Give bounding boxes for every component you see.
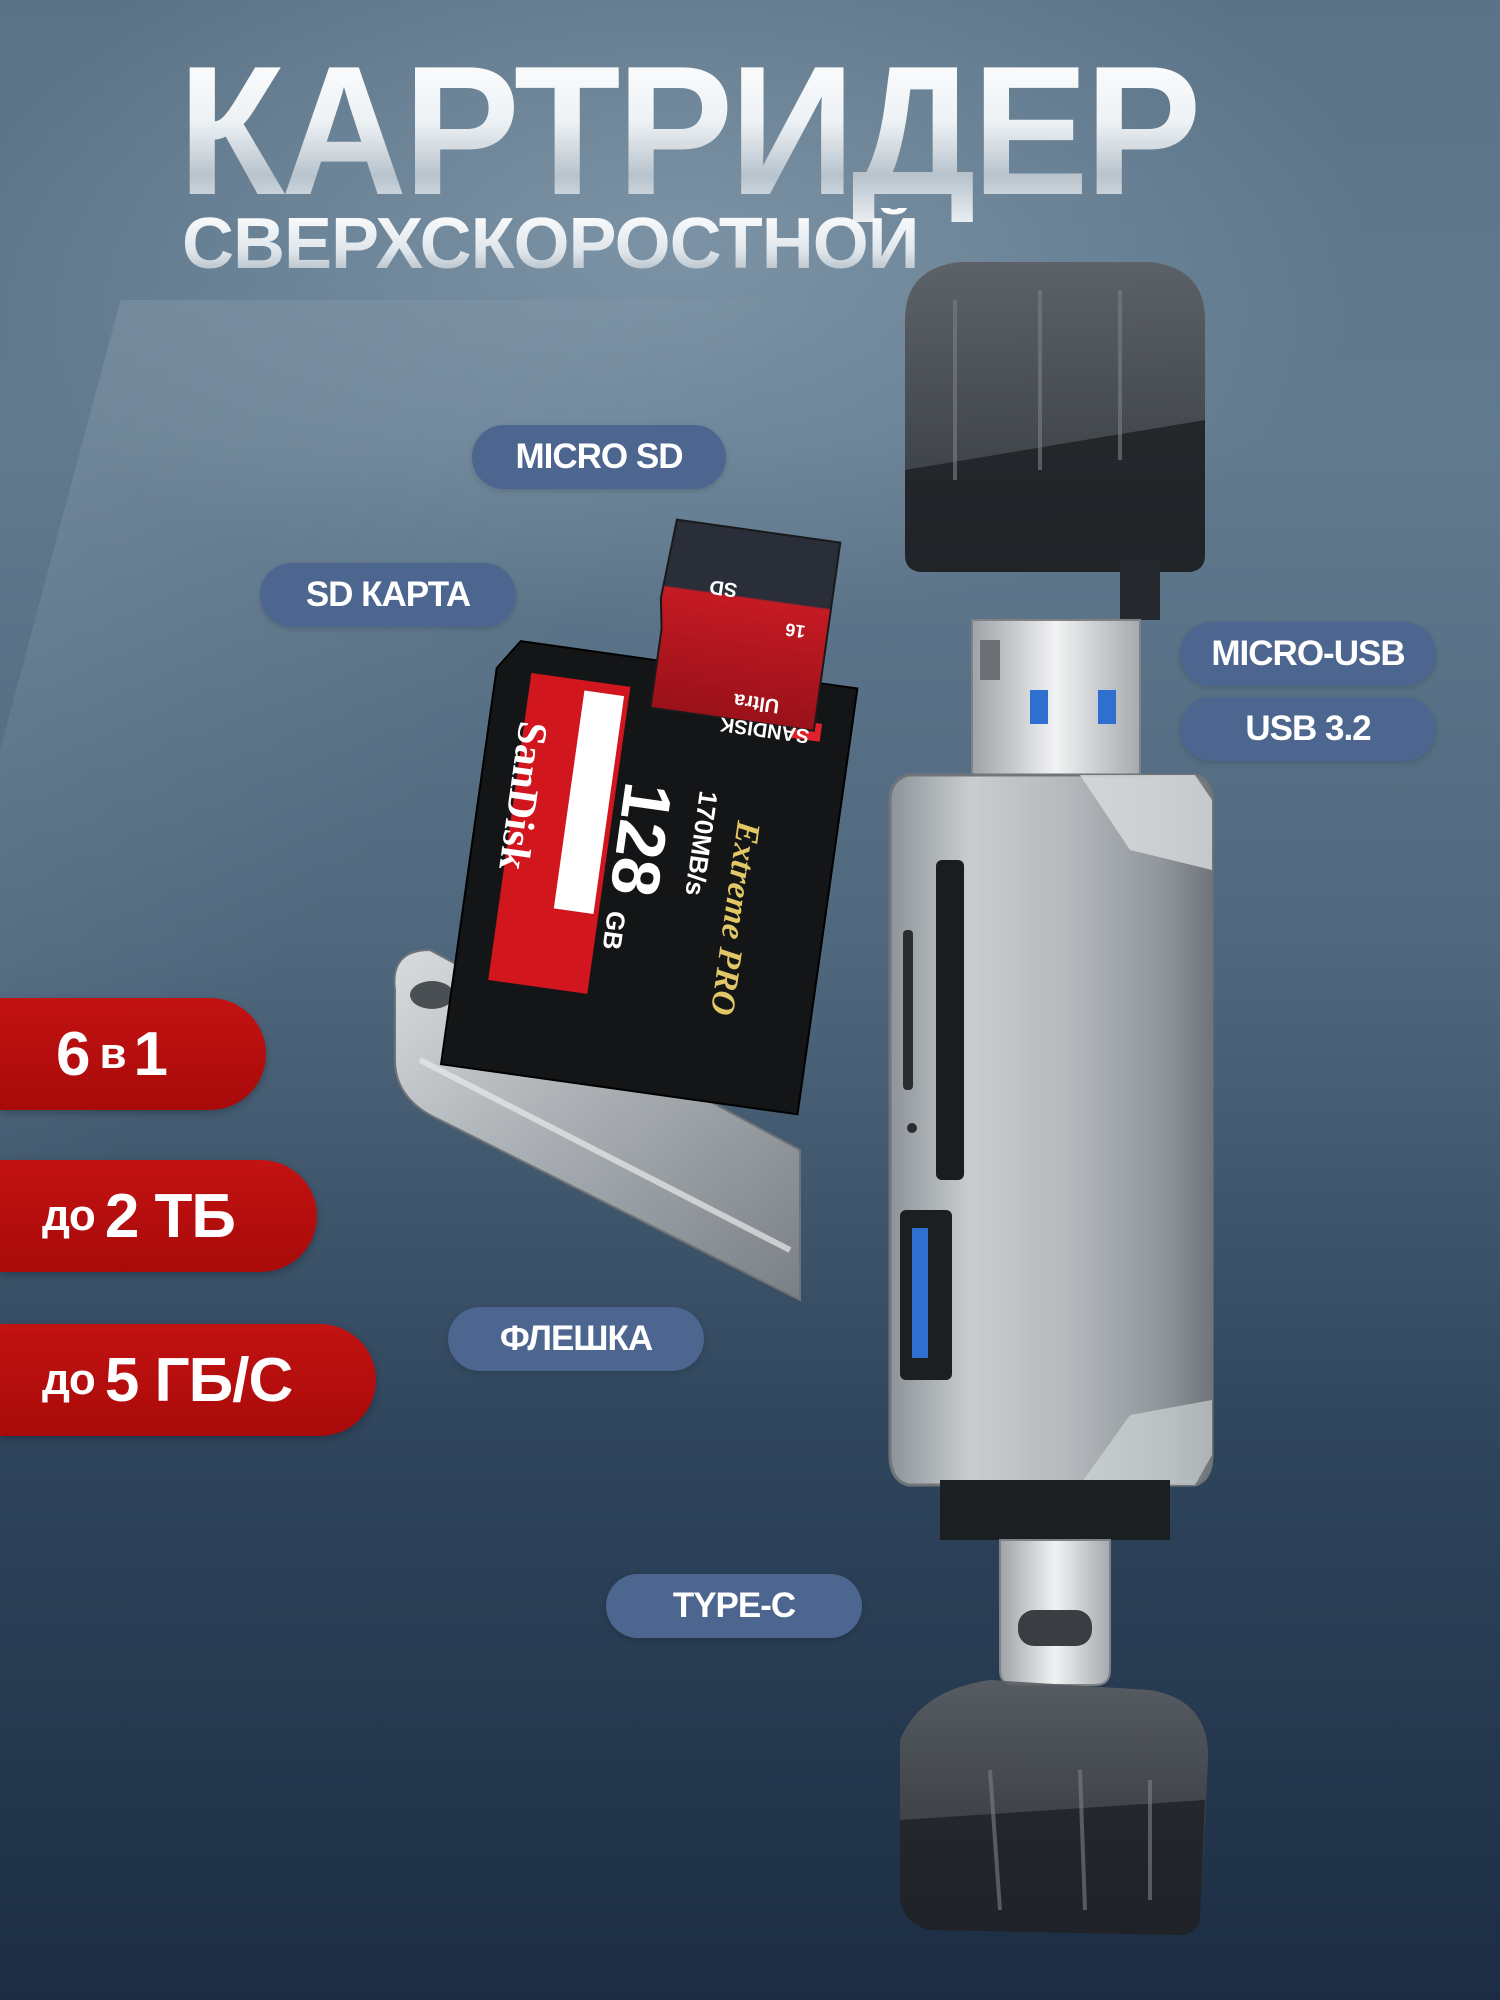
reader-body	[888, 773, 1214, 1487]
badge-six-in-one-num2: 1	[133, 1019, 168, 1089]
page-subtitle: СВЕРХСКОРОСТНОЙ	[182, 204, 920, 284]
label-type-c: TYPE-C	[606, 1574, 862, 1638]
sd-card-line: Extreme PRO	[703, 818, 767, 1018]
sd-card-capacity: 128	[595, 778, 686, 901]
badge-capacity-value: 2 ТБ	[104, 1181, 236, 1251]
badge-six-in-one: 6 в 1	[0, 998, 266, 1110]
label-flash-drive: ФЛЕШКА	[448, 1307, 704, 1371]
micro-sd-logo: SD	[708, 575, 739, 601]
top-cap	[905, 262, 1205, 620]
sd-card-speed: 170MB/s	[679, 789, 723, 898]
label-usb-3-2: USB 3.2	[1180, 697, 1436, 761]
flash-drive	[393, 948, 801, 1302]
type-c-plug	[940, 1480, 1170, 1686]
micro-sd-capacity: 16	[784, 619, 807, 642]
badge-capacity-prefix: до	[42, 1191, 96, 1240]
badge-capacity: до 2 ТБ	[0, 1160, 317, 1272]
usb-a-plug	[971, 619, 1141, 781]
badge-speed-value: 5 ГБ/С	[104, 1345, 293, 1415]
micro-sd-card	[649, 518, 842, 732]
bottom-cap	[900, 1680, 1209, 1935]
label-sd-card: SD КАРТА	[260, 563, 516, 627]
label-micro-usb: MICRO-USB	[1180, 622, 1436, 686]
label-micro-sd: MICRO SD	[472, 425, 726, 489]
sd-card-brand: SanDisk	[489, 719, 555, 874]
badge-speed: до 5 ГБ/С	[0, 1324, 376, 1436]
sd-card-unit: GB	[597, 909, 632, 952]
badge-speed-prefix: до	[42, 1355, 96, 1404]
badge-six-in-one-num: 6	[56, 1019, 90, 1089]
page-title: КАРТРИДЕР	[178, 27, 1202, 233]
micro-sd-brand: SANDISK	[718, 712, 811, 746]
micro-sd-line: Ultra	[732, 689, 781, 717]
badge-six-in-one-word: в	[99, 1029, 126, 1078]
sd-card	[439, 640, 859, 1116]
